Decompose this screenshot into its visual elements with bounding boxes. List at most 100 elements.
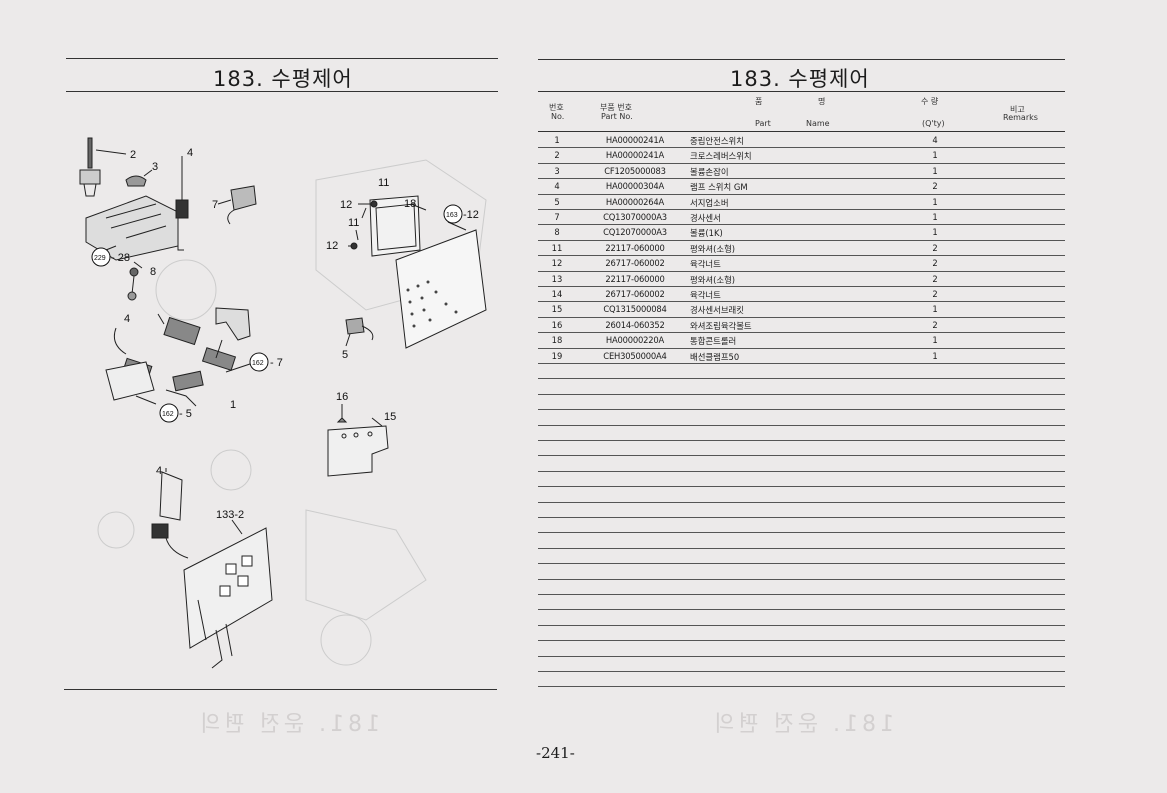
cell-part-name: 경사센서브래킷 [690, 305, 744, 316]
cell-qty: 1 [932, 227, 938, 238]
cell-no: 3 [554, 165, 560, 176]
cell-qty: 2 [932, 273, 938, 284]
table-rule [538, 255, 1065, 256]
cell-no: 1 [554, 135, 560, 145]
cell-part-name: 경사센서 [690, 213, 721, 223]
cell-part-name: 크로스레버스위치 [690, 151, 752, 162]
table-rule [538, 471, 1065, 472]
cell-no: 18 [551, 335, 563, 346]
cell-qty: 2 [932, 242, 938, 253]
small-switch-part [230, 185, 257, 211]
header-name-ko-2: 명 [818, 97, 826, 106]
cell-part-no: CQ1315000084 [603, 304, 667, 315]
cell-part-name: 와셔조립육각볼트 [690, 320, 752, 331]
table-rule [538, 332, 1065, 333]
table-rule [538, 348, 1065, 349]
table-rule [538, 194, 1065, 195]
table-rule [538, 656, 1065, 657]
header-name-ko-1: 품 [755, 97, 763, 106]
callout-162-right-suffix: - 7 [270, 357, 283, 369]
callout-4-mid: 4 [124, 313, 130, 325]
table-rule [538, 455, 1065, 456]
table-rule [538, 563, 1065, 564]
right-ghost-text: 181. 운전 편의 [710, 712, 894, 737]
table-rule [538, 224, 1065, 225]
header-name-en-1: Part [755, 119, 771, 128]
header-no-ko: 번호 [549, 103, 564, 112]
cell-part-no: CQ13070000A3 [603, 212, 667, 222]
callout-11-top: 11 [378, 177, 389, 189]
callout-3: 3 [152, 161, 158, 173]
left-title-rule [66, 91, 498, 92]
cell-part-no: HA00000220A [605, 335, 665, 346]
cell-part-no: HA00000241A [605, 150, 665, 161]
callout-229-suffix: - 28 [111, 252, 130, 264]
exploded-parts-diagram: 2 3 4 7 8 229 - 28 11 12 18 11 12 163 -1… [79, 137, 487, 669]
callout-11-mid: 11 [348, 217, 359, 229]
cell-part-no: CF1205000083 [604, 165, 666, 176]
header-name-en-2: Name [806, 119, 830, 128]
cell-no: 16 [551, 319, 563, 330]
header-part-ko: 부품 번호 [600, 103, 632, 112]
cell-qty: 2 [932, 181, 938, 192]
left-bottom-rule [64, 689, 497, 690]
cell-qty: 1 [932, 350, 938, 361]
cell-part-name: 평와셔(소형) [690, 243, 736, 254]
header-remarks-en: Remarks [1003, 113, 1038, 122]
cell-qty: 2 [932, 289, 938, 299]
callout-7: 7 [212, 199, 218, 211]
table-rule [538, 240, 1065, 241]
callout-2: 2 [130, 149, 136, 161]
cell-part-no: HA00000241A [605, 135, 665, 145]
table-rule [538, 579, 1065, 580]
table-rule [538, 517, 1065, 518]
cell-no: 13 [551, 273, 563, 284]
cell-part-name: 육각너트 [690, 259, 721, 270]
cell-no: 7 [554, 212, 560, 222]
cell-part-no: HA00000304A [605, 181, 665, 192]
callout-16: 16 [336, 391, 348, 403]
cell-qty: 1 [932, 165, 938, 176]
table-rule [538, 671, 1065, 672]
cell-part-no: 22117-060000 [605, 273, 665, 284]
table-rule [538, 548, 1065, 549]
callout-162-left: 162 [162, 411, 174, 418]
table-rule [538, 502, 1065, 503]
cell-no: 8 [554, 227, 560, 238]
table-rule [538, 163, 1065, 164]
cell-no: 2 [554, 150, 560, 161]
table-rule [538, 286, 1065, 287]
cell-qty: 1 [932, 196, 938, 207]
callout-163: 163 [446, 212, 458, 219]
cell-part-no: CQ12070000A3 [603, 227, 667, 238]
table-rule [538, 686, 1065, 687]
left-top-rule [66, 58, 498, 59]
cell-part-name: 볼륨(1K) [690, 228, 723, 239]
lever-part [87, 137, 93, 169]
cell-part-no: 26014-060352 [605, 319, 665, 330]
cell-part-name: 중립안전스위치 [690, 136, 744, 146]
callout-4: 4 [187, 147, 193, 159]
sensor-bracket [327, 425, 389, 477]
callout-12-mid: 12 [326, 240, 338, 252]
cell-no: 11 [551, 242, 563, 253]
table-rule [538, 301, 1065, 302]
cell-no: 14 [551, 289, 563, 299]
table-rule [538, 532, 1065, 533]
table-rule [538, 378, 1065, 379]
right-top-rule [538, 59, 1065, 60]
left-ghost-text: 181. 운전 편의 [196, 712, 380, 737]
header-no-en: No. [551, 112, 565, 121]
cell-no: 19 [551, 350, 563, 361]
